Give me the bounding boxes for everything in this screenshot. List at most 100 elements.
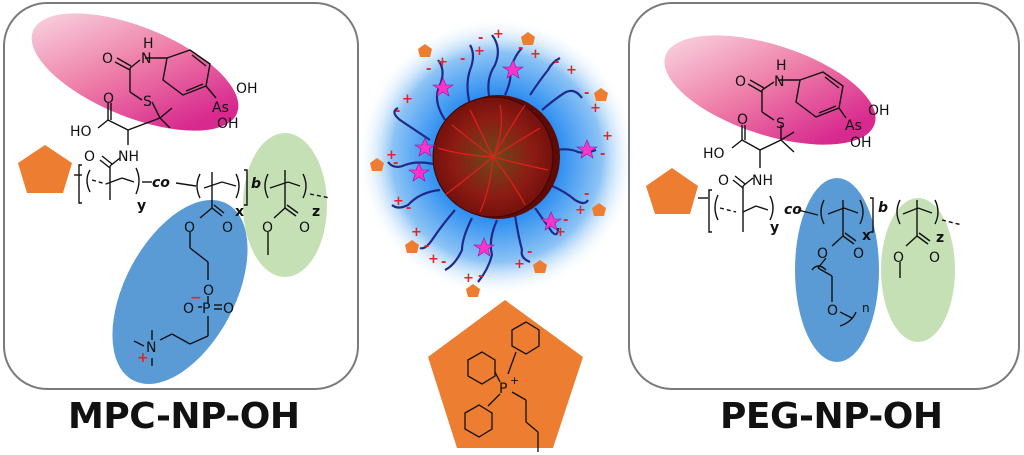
arsenical-highlight: [31, 13, 239, 131]
svg-text:N: N: [146, 340, 156, 356]
svg-text:+: +: [555, 225, 566, 240]
svg-text:P: P: [499, 381, 507, 397]
pentagon-markers: [370, 32, 608, 297]
svg-text:OH: OH: [868, 103, 890, 119]
svg-text:+: +: [510, 374, 519, 387]
svg-text:-: -: [441, 255, 446, 270]
svg-text:+: +: [493, 27, 504, 42]
svg-text:co: co: [784, 202, 802, 218]
svg-text:-: -: [395, 104, 400, 119]
targeting-pentagon-icon: [18, 145, 72, 193]
peg-bonds: [698, 71, 963, 327]
svg-text:P: P: [202, 301, 210, 317]
svg-text:H: H: [776, 58, 787, 74]
svg-text:N: N: [774, 74, 784, 90]
svg-text:-: -: [478, 31, 483, 46]
svg-text:x: x: [862, 228, 871, 244]
star-markers: [408, 59, 598, 257]
svg-text:O: O: [299, 220, 310, 236]
svg-text:-: -: [554, 55, 559, 70]
svg-text:y: y: [770, 220, 779, 236]
svg-text:+: +: [590, 101, 601, 116]
svg-text:OH: OH: [217, 116, 239, 132]
positive-charge: +: [137, 350, 149, 366]
svg-text:O: O: [103, 91, 114, 107]
triphenylphosphonium-ligand: P +: [428, 300, 583, 452]
svg-text:z: z: [936, 230, 944, 246]
peg-atom-labels: O N H S As OH OH O HO O NH co b x y z O …: [703, 58, 944, 319]
svg-text:-: -: [600, 147, 605, 162]
svg-text:-: -: [406, 201, 411, 216]
peg-highlight: [795, 178, 879, 362]
mpc-bonds: [74, 49, 331, 366]
svg-text:x: x: [235, 204, 244, 220]
svg-text:+: +: [602, 129, 613, 144]
svg-text:O: O: [929, 250, 940, 266]
svg-text:+: +: [428, 252, 439, 267]
svg-text:O: O: [827, 303, 838, 319]
svg-text:NH: NH: [752, 173, 773, 189]
svg-text:As: As: [845, 118, 862, 134]
arsenical-highlight-right: [664, 35, 876, 145]
svg-text:-: -: [424, 239, 429, 254]
svg-text:O: O: [222, 220, 233, 236]
svg-text:+: +: [393, 194, 404, 209]
svg-text:+: +: [402, 92, 413, 107]
svg-text:O: O: [184, 220, 195, 236]
nanoparticle: +- +- +- +- +- +- +- +- +- +- +- +- +- +…: [357, 17, 637, 297]
svg-text:n: n: [862, 301, 870, 315]
surface-charges: +- +- +- +- +- +- +- +- +- +- +- +- +- +…: [386, 27, 613, 286]
svg-text:O: O: [262, 220, 273, 236]
zwitterion-highlight: [112, 200, 248, 384]
svg-text:-: -: [584, 86, 589, 101]
mpc-panel-border: [3, 2, 359, 390]
targeting-pentagon-right-icon: [646, 168, 698, 214]
svg-text:O: O: [817, 246, 828, 262]
svg-text:y: y: [137, 198, 146, 214]
svg-text:+: +: [411, 225, 422, 240]
core-chains: [437, 104, 549, 213]
svg-text:-: -: [478, 269, 483, 284]
svg-text:b: b: [878, 200, 888, 216]
svg-text:-: -: [426, 62, 431, 77]
svg-text:-: -: [563, 213, 568, 228]
peg-panel: [628, 2, 1020, 390]
negative-charge: −: [190, 290, 202, 306]
svg-text:O: O: [718, 173, 729, 189]
svg-text:+: +: [530, 47, 541, 62]
svg-text:OH: OH: [236, 81, 258, 97]
svg-text:O: O: [893, 250, 904, 266]
svg-text:HO: HO: [703, 146, 725, 162]
svg-text:+: +: [463, 271, 474, 286]
svg-text:-: -: [518, 41, 523, 56]
svg-text:O: O: [853, 246, 864, 262]
svg-text:+: +: [437, 55, 448, 70]
svg-text:H: H: [143, 36, 154, 52]
svg-text:N: N: [141, 51, 151, 67]
svg-text:+: +: [575, 203, 586, 218]
svg-text:O: O: [223, 301, 234, 317]
svg-text:NH: NH: [118, 149, 139, 165]
svg-text:-: -: [393, 156, 398, 171]
svg-text:O: O: [735, 74, 746, 90]
svg-text:O: O: [737, 112, 748, 128]
svg-text:-: -: [527, 245, 532, 260]
peg-caption: PEG-NP-OH: [720, 396, 943, 437]
svg-text:-: -: [584, 187, 589, 202]
methacrylate-highlight-right: [881, 198, 955, 342]
mpc-caption: MPC-NP-OH: [68, 396, 300, 437]
svg-text:O: O: [203, 283, 214, 299]
svg-text:+: +: [566, 63, 577, 78]
svg-text:-: -: [460, 52, 465, 67]
svg-text:+: +: [474, 44, 485, 59]
svg-text:OH: OH: [850, 135, 872, 151]
svg-text:+: +: [514, 257, 525, 272]
svg-text:S: S: [776, 116, 785, 132]
svg-text:z: z: [312, 204, 320, 220]
svg-text:O: O: [84, 149, 95, 165]
svg-text:O: O: [102, 51, 113, 67]
svg-text:co: co: [152, 175, 170, 191]
svg-text:+: +: [386, 148, 397, 163]
svg-text:HO: HO: [70, 124, 92, 140]
